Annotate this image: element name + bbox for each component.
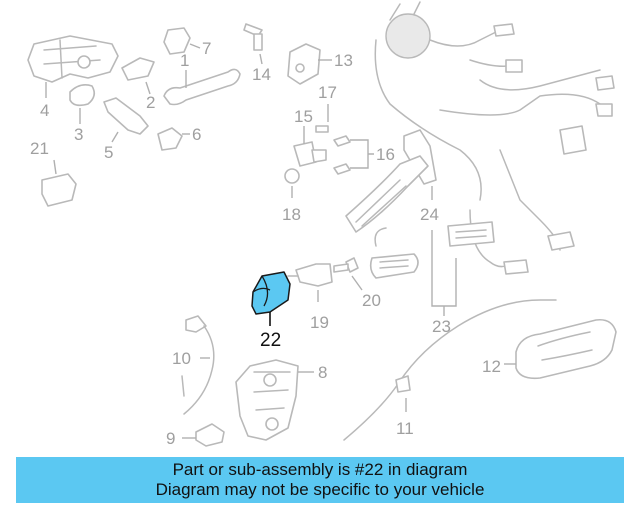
callout-16: 16 [376,145,395,164]
callout-4: 4 [40,101,49,120]
callout-10: 10 [172,349,191,368]
callout-1: 1 [180,51,189,70]
part-14-screw: 14 [243,23,271,84]
part-5-lock-cylinder: 5 [103,97,149,162]
callout-5: 5 [104,143,113,162]
part-9-cap: 9 [166,423,225,448]
part-17-bolt: 17 [315,83,337,133]
callout-6: 6 [192,125,201,144]
part-2-cover: 2 [121,57,155,112]
part-11-cable: 11 [343,299,557,441]
callout-18: 18 [282,205,301,224]
part-21-bracket: 21 [30,139,77,207]
callout-19: 19 [310,313,329,332]
part-1-outer-handle: 1 [163,51,241,106]
part-22-highlighted: 22 [251,271,291,351]
callout-9: 9 [166,429,175,448]
callout-14: 14 [252,65,271,84]
part-6-grommet: 6 [157,125,201,151]
part-4-handle-carrier: 4 [27,35,119,120]
part-15-hinge-bracket: 15 [293,107,327,167]
part-16-bolts: 16 [333,135,395,175]
part-8-door-latch: 8 [235,359,327,441]
callout-2: 2 [146,93,155,112]
callout-12: 12 [482,357,501,376]
part-10-rod: 10 [172,315,215,415]
callout-11: 11 [396,419,414,438]
part-13-striker: 13 [287,43,353,85]
banner-line-1: Part or sub-assembly is #22 in diagram [172,460,468,479]
callout-15: 15 [294,107,313,126]
callout-21: 21 [30,139,49,158]
callout-13: 13 [334,51,353,70]
part-18-bushing: 18 [282,168,301,224]
banner-line-2: Diagram may not be specific to your vehi… [155,480,485,499]
callout-22: 22 [260,330,281,351]
callout-23: 23 [432,317,451,336]
part-20-screw: 20 [333,257,381,310]
part-7-clip: 7 [163,27,211,58]
callout-8: 8 [318,363,327,382]
callout-3: 3 [74,125,83,144]
callout-20: 20 [362,291,381,310]
part-3-gasket: 3 [69,84,96,144]
exploded-parts-diagram: 4 7 1 2 3 5 6 21 [27,1,617,448]
callout-24: 24 [420,205,439,224]
part-12-inner-handle: 12 [482,318,617,380]
part-19-pin: 19 [287,263,333,332]
callout-17: 17 [318,83,337,102]
info-banner: Part or sub-assembly is #22 in diagram D… [16,457,624,503]
callout-7: 7 [202,39,211,58]
part-24-wiring-harness: 24 [345,1,615,275]
part-23-connectors: 23 [369,227,457,336]
